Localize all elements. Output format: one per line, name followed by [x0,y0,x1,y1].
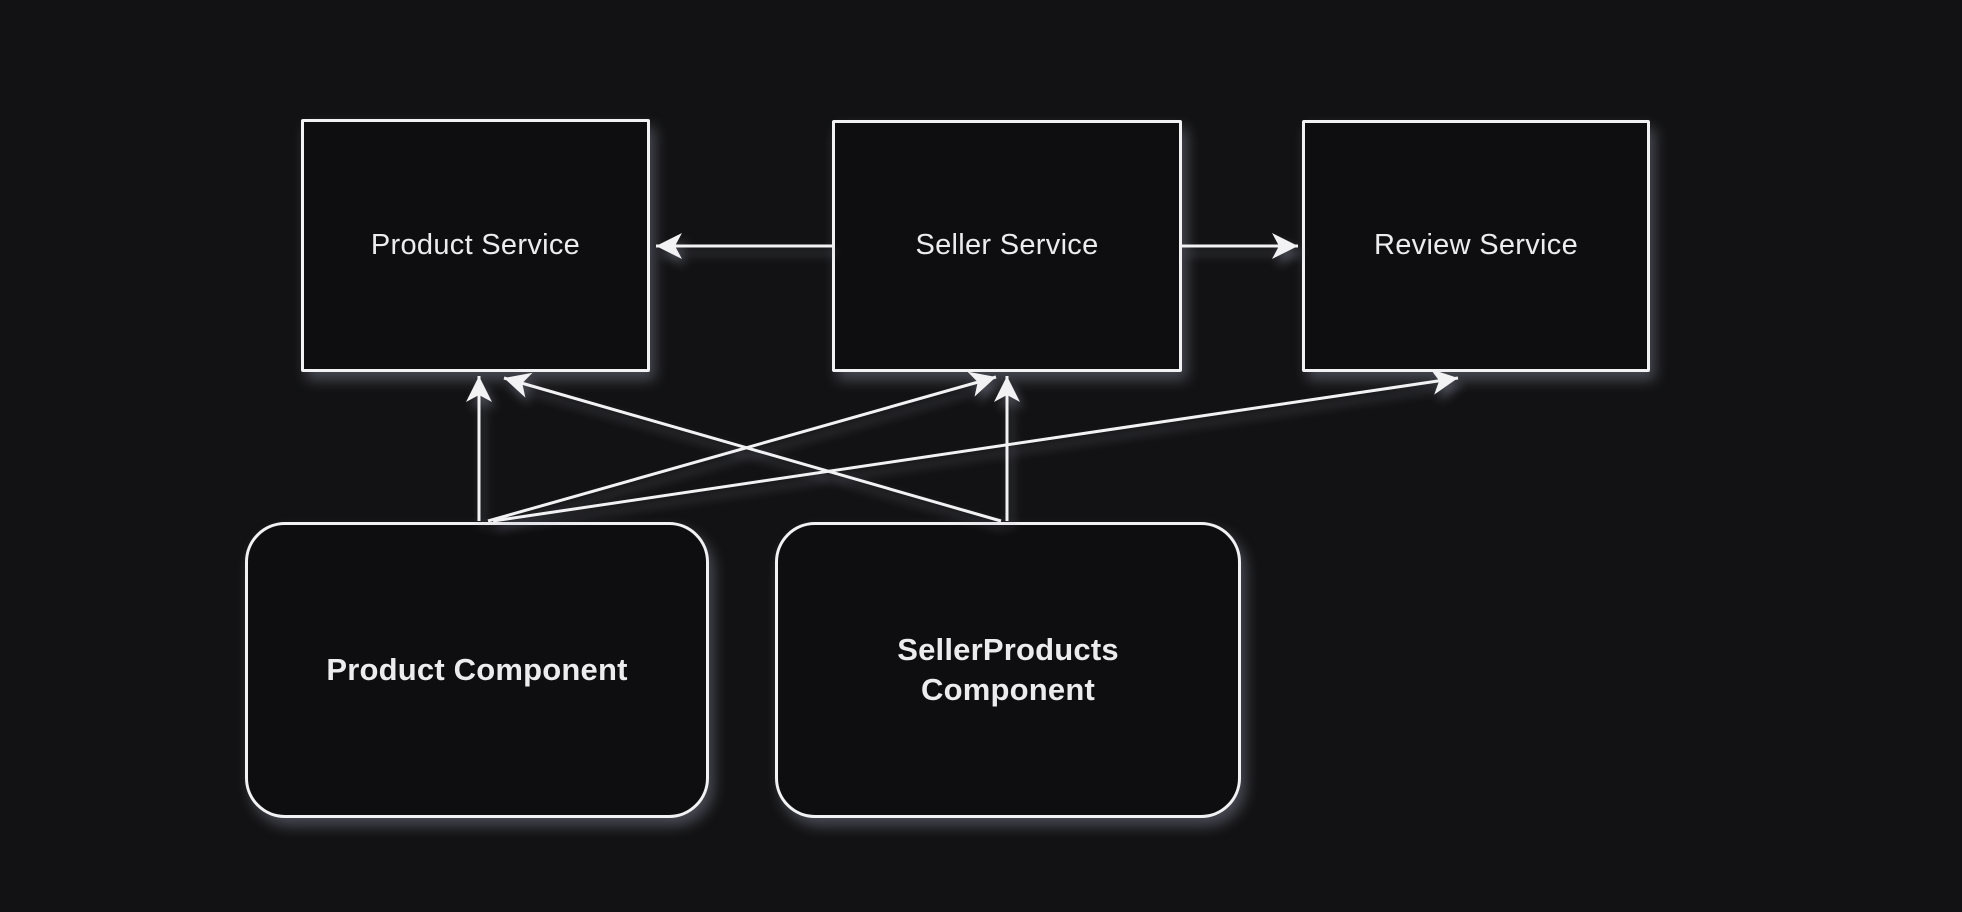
node-label-review-service: Review Service [1373,229,1579,262]
node-label-product-component: Product Component [326,651,628,687]
node-label-seller-service: Seller Service [915,229,1099,262]
node-label-sellerproducts-component: SellerProducts Component [897,631,1119,707]
node-review-service[interactable]: Review Service [1302,120,1650,372]
node-product-service[interactable]: Product Service [301,119,650,372]
edge-productcomponent-to-reviewservice [492,368,1459,523]
edge-sellerproducts-to-productservice [503,372,1002,523]
node-sellerproducts-component[interactable]: SellerProducts Component [775,522,1241,818]
node-label-product-service: Product Service [370,228,581,261]
node-product-component[interactable]: Product Component [245,522,709,818]
edge-productcomponent-to-sellerservice [487,371,997,523]
node-seller-service[interactable]: Seller Service [832,120,1182,372]
